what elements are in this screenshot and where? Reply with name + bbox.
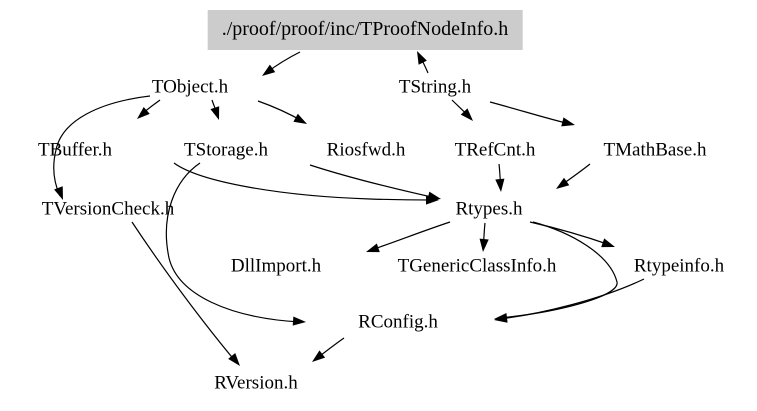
graph-node-trefcnt[interactable]: TRefCnt.h <box>454 139 536 161</box>
edge-rtypes-to-dllimport <box>370 221 451 251</box>
arrowhead-tmathbase-to-rtypes <box>556 177 570 189</box>
graph-node-tobject[interactable]: TObject.h <box>151 76 229 98</box>
arrowhead-trefcnt-to-rtypes <box>495 178 505 192</box>
edge-riosfwd-to-rtypes <box>309 164 437 199</box>
arrowhead-tobject-to-tbuffer <box>137 106 150 119</box>
arrowhead-root-to-tstring <box>417 51 427 65</box>
graph-node-tbuffer[interactable]: TBuffer.h <box>37 139 113 161</box>
arrowhead-tobject-to-riosfwd <box>293 113 307 124</box>
graph-node-rtypeinfo[interactable]: Rtypeinfo.h <box>633 255 725 277</box>
edge-tversioncheck-to-rversion <box>131 221 237 363</box>
edge-tstorage-to-rtypes <box>173 162 435 201</box>
edge-rtypeinfo-to-rconfig <box>499 278 645 320</box>
arrowhead-tstring-to-trefcnt <box>460 108 473 121</box>
edge-rtypes-to-rtypeinfo <box>529 221 611 246</box>
graph-node-rconfig[interactable]: RConfig.h <box>358 311 438 333</box>
arrowhead-riosfwd-to-rtypes <box>427 191 441 201</box>
edge-tstorage-to-rconfig <box>165 162 301 323</box>
arrowhead-tobject-to-tversioncheck <box>54 186 63 200</box>
graph-node-tstorage[interactable]: TStorage.h <box>184 139 268 161</box>
edge-tstring-to-tmathbase <box>489 101 571 125</box>
graph-node-rtypes[interactable]: Rtypes.h <box>455 198 523 220</box>
graph-node-riosfwd[interactable]: Riosfwd.h <box>326 139 406 161</box>
graph-node-tstring[interactable]: TString.h <box>398 76 472 98</box>
graph-node-tversioncheck[interactable]: TVersionCheck.h <box>41 198 175 220</box>
graph-node-tmathbase[interactable]: TMathBase.h <box>603 139 707 161</box>
graph-node-rversion[interactable]: RVersion.h <box>214 372 298 394</box>
edge-tobject-to-tversioncheck <box>53 95 151 197</box>
arrowhead-root-to-tobject <box>262 64 276 76</box>
graph-node-root[interactable]: ./proof/proof/inc/TProofNodeInfo.h <box>207 10 523 50</box>
graph-node-dllimport[interactable]: DllImport.h <box>230 255 322 277</box>
arrowhead-tstring-to-tmathbase <box>561 117 575 127</box>
arrowhead-tobject-to-tstorage <box>210 106 220 120</box>
arrowhead-rtypeinfo-to-rconfig <box>494 313 508 323</box>
graph-node-tgenericclassinfo[interactable]: TGenericClassInfo.h <box>397 255 557 277</box>
arrowhead-rtypes-to-dllimport <box>366 243 380 253</box>
arrowhead-tstorage-to-rconfig <box>292 316 306 326</box>
arrowhead-rtypes-to-rtypeinfo <box>601 238 615 248</box>
arrowhead-rconfig-to-rversion <box>312 350 326 362</box>
arrowhead-rtypes-to-tgenericclassinfo <box>479 238 489 252</box>
edge-paths <box>53 51 645 363</box>
arrowhead-tversioncheck-to-rversion <box>228 353 240 366</box>
